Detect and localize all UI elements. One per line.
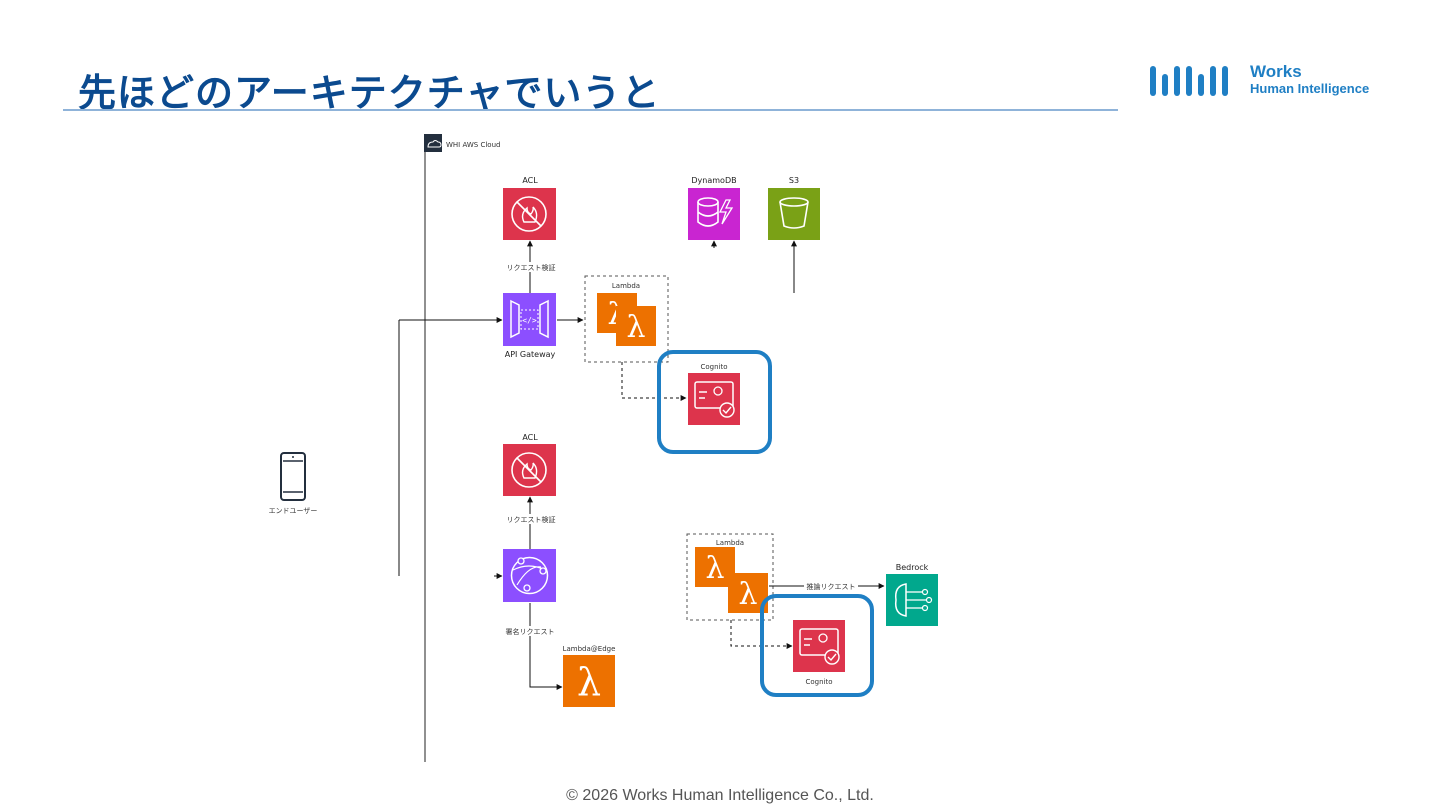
- aws-cloud-group: WHI AWS Cloud: [424, 134, 500, 762]
- lambda-icon: [563, 655, 615, 707]
- lambda-top-label: Lambda: [612, 282, 640, 290]
- smartphone-icon: [280, 452, 306, 501]
- api-gateway-node: </> API Gateway: [503, 293, 556, 359]
- cognito-icon: [793, 620, 845, 672]
- lambda-edge-label: Lambda@Edge: [563, 645, 616, 653]
- s3-bucket-icon: [768, 188, 820, 240]
- end-user-node: エンドユーザー: [269, 452, 318, 515]
- svg-text:λ: λ: [705, 551, 724, 586]
- lambda-bottom-label: Lambda: [716, 539, 744, 547]
- cloud-label: WHI AWS Cloud: [446, 141, 500, 149]
- bedrock-node: Bedrock: [886, 563, 938, 626]
- cloudfront-node: [503, 549, 556, 602]
- svg-text:λ: λ: [626, 310, 645, 345]
- highlight-frame: [657, 350, 772, 454]
- svg-text:λ: λ: [738, 577, 757, 612]
- edge-cloudfront-lambda-edge: 署名リクエスト: [503, 603, 563, 690]
- edge-lambda-cognito-bottom: [730, 620, 793, 649]
- edge-cloudfront-acl: リクエスト検証: [504, 496, 558, 549]
- cognito-bottom-label: Cognito: [805, 678, 832, 686]
- user-connector: [398, 317, 503, 579]
- s3-label: S3: [789, 176, 799, 185]
- logo-text-human-intelligence: Human Intelligence: [1250, 81, 1370, 96]
- acl-top-node: ACL: [503, 176, 556, 240]
- edge-label-signed-request: 署名リクエスト: [506, 627, 555, 636]
- cognito-top-label: Cognito: [700, 363, 727, 371]
- api-gateway-label: API Gateway: [505, 350, 556, 359]
- edge-lambda-cognito-top: [621, 362, 687, 401]
- lambda-group-top: Lambda λ λ: [557, 275, 669, 363]
- copyright-footer: © 2026 Works Human Intelligence Co., Ltd…: [566, 787, 874, 804]
- company-logo: Works Human Intelligence: [1148, 60, 1388, 100]
- slide-title: 先ほどのアーキテクチャでいうと: [78, 71, 661, 115]
- aws-cloud-icon: [424, 134, 442, 152]
- edge-lambda-bedrock: 推論リクエスト: [769, 581, 885, 591]
- logo-bars-icon: [1150, 66, 1228, 96]
- svg-text:λ: λ: [577, 660, 601, 704]
- lambda-group-bottom: Lambda λ λ: [686, 533, 774, 621]
- acl-top-label: ACL: [522, 176, 538, 185]
- logo-text-works: Works: [1250, 62, 1302, 81]
- cognito-top-node: Cognito: [657, 350, 772, 454]
- bedrock-label: Bedrock: [896, 563, 929, 572]
- title-underline: [63, 109, 1118, 111]
- s3-node: S3: [768, 176, 820, 293]
- lambda-icon: [616, 306, 656, 346]
- highlight-frame: [760, 594, 874, 697]
- cognito-icon: [688, 373, 740, 425]
- dynamodb-label: DynamoDB: [691, 176, 736, 185]
- edge-label-inference-request: 推論リクエスト: [807, 582, 856, 591]
- end-user-label: エンドユーザー: [269, 507, 318, 515]
- lambda-edge-node: Lambda@Edge λ: [563, 645, 616, 707]
- dynamodb-node: DynamoDB: [688, 176, 740, 248]
- edge-label-request-verify-bottom: リクエスト検証: [507, 515, 556, 524]
- edge-apigw-acl: リクエスト検証: [504, 240, 558, 293]
- svg-text:</>: </>: [522, 316, 537, 325]
- edge-label-request-verify-top: リクエスト検証: [507, 263, 556, 272]
- cognito-bottom-node: Cognito: [760, 594, 874, 697]
- acl-bottom-node: ACL: [503, 433, 556, 496]
- acl-bottom-label: ACL: [522, 433, 538, 442]
